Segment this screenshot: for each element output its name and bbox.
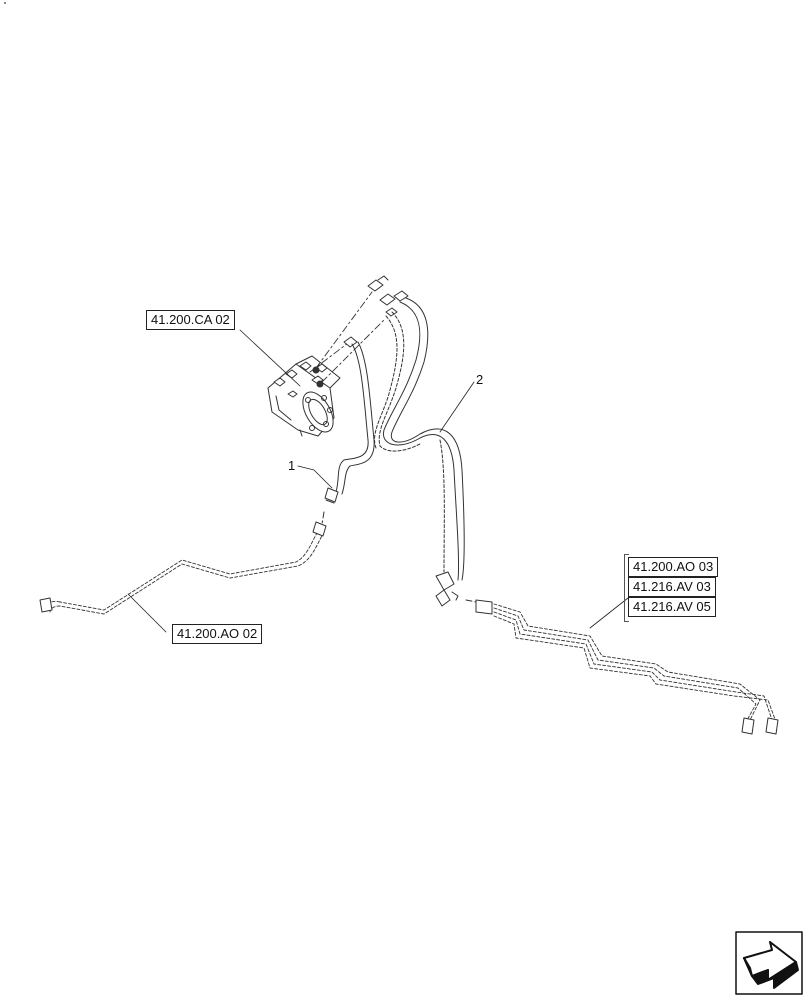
callout-item-1: 1 [288, 458, 296, 473]
reference-group-bracket [624, 554, 629, 622]
reference-label-right-3[interactable]: 41.216.AV 05 [628, 597, 716, 617]
callout-item-2: 2 [476, 372, 484, 387]
steering-unit [267, 355, 341, 437]
reference-label-steering-unit[interactable]: 41.200.CA 02 [146, 310, 235, 330]
hose-1 [324, 341, 375, 504]
navigation-arrow-icon [735, 931, 803, 995]
corner-mark [4, 2, 6, 4]
leader-lines [127, 329, 629, 633]
reference-label-right-1[interactable]: 41.200.AO 03 [628, 557, 719, 577]
alignment-lines [309, 291, 385, 383]
steel-line-left-ends [39, 511, 327, 613]
steel-line-left [45, 527, 325, 615]
steel-lines-right-ends [465, 599, 779, 735]
hose-fittings-top [343, 275, 409, 348]
reference-label-right-2[interactable]: 41.216.AV 03 [628, 577, 716, 597]
steel-lines-right [493, 603, 777, 723]
reference-label-left-line[interactable]: 41.200.AO 02 [172, 624, 263, 644]
hose-2 [374, 297, 465, 607]
